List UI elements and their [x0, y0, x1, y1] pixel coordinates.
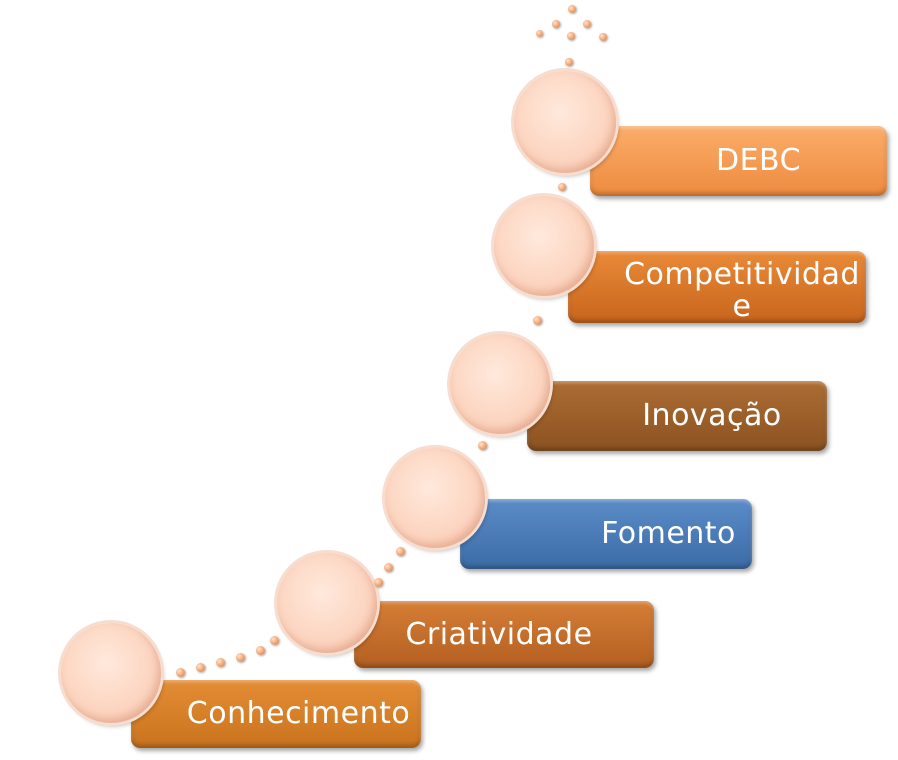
step-circle-conhecimento: [61, 623, 161, 723]
sparkle-dot: [565, 58, 573, 66]
step-label-inovacao: Inovação: [642, 398, 782, 433]
step-label-fomento: Fomento: [601, 516, 736, 551]
connector-dot: [176, 668, 185, 677]
step-label-criatividade: Criatividade: [405, 616, 593, 652]
step-circle-debc: [514, 71, 616, 173]
step-box-competitividade: Competitividad e: [568, 251, 866, 323]
step-circle-competitividade: [494, 196, 594, 296]
connector-dot: [270, 636, 279, 645]
step-box-criatividade: Criatividade: [354, 601, 654, 668]
connector-dot: [478, 441, 487, 450]
step-label-conhecimento: Conhecimento: [186, 696, 411, 731]
sparkle-dot: [567, 32, 575, 40]
connector-dot: [196, 663, 205, 672]
connector-dot: [533, 316, 542, 325]
sparkle-dot: [599, 33, 607, 41]
connector-dot: [384, 563, 393, 572]
connector-dot: [374, 578, 383, 587]
step-label-competitividade: Competitividad e: [624, 257, 860, 324]
connector-dot: [396, 547, 405, 556]
connector-dot: [256, 646, 265, 655]
connector-dot: [216, 658, 225, 667]
step-box-conhecimento: Conhecimento: [131, 680, 421, 748]
step-box-debc: DEBC: [590, 126, 887, 196]
step-box-fomento: Fomento: [460, 499, 752, 569]
step-label-debc: DEBC: [715, 143, 802, 178]
sparkle-dot: [552, 20, 560, 28]
sparkle-dot: [568, 5, 576, 13]
step-circle-fomento: [385, 448, 485, 548]
connector-dot: [558, 183, 566, 191]
sparkle-dot: [583, 20, 591, 28]
sparkle-dot: [536, 30, 543, 37]
step-box-inovacao: Inovação: [527, 381, 827, 451]
connector-dot: [236, 653, 245, 662]
step-circle-criatividade: [277, 553, 377, 653]
step-circle-inovacao: [450, 334, 550, 434]
